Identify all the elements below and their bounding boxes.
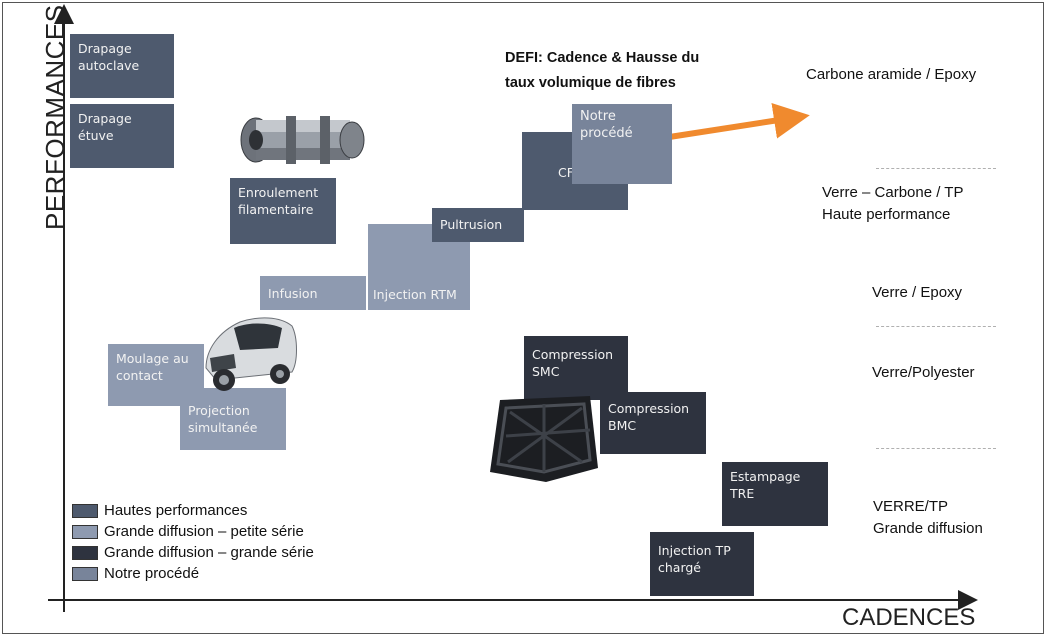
legend-item-petite-serie: Grande diffusion – petite série (72, 523, 304, 540)
y-axis-label: PERFORMANCES (40, 4, 70, 230)
process-compression-bmc: Compression BMC (600, 392, 706, 454)
car-illustration (205, 317, 297, 391)
process-estampage-tre: Estampage TRE (722, 462, 828, 526)
process-pultrusion: Pultrusion (432, 208, 524, 242)
legend-swatch (72, 545, 98, 560)
process-injection-tp-charge: Injection TP chargé (650, 532, 754, 596)
process-notre-procede: Notre procédé (572, 104, 672, 184)
legend-item-grande-serie: Grande diffusion – grande série (72, 544, 314, 561)
material-level-carbone-aramide: Carbone aramide / Epoxy (806, 66, 977, 83)
process-enroulement-filamentaire: Enroulement filamentaire (230, 178, 336, 244)
legend-swatch (72, 566, 98, 581)
challenge-arrow (649, 102, 810, 143)
legend-swatch (72, 503, 98, 518)
material-level-verre-carbone-tp: Verre – Carbone / TP Haute performance (822, 184, 964, 223)
process-compression-smc: Compression SMC (524, 336, 628, 400)
legend-swatch (72, 524, 98, 539)
legend-label: Hautes performances (104, 502, 248, 519)
process-drapage-autoclave: Drapage autoclave (70, 34, 174, 98)
legend-label: Grande diffusion – petite série (104, 523, 304, 540)
level-divider (876, 168, 996, 169)
material-level-verre-epoxy: Verre / Epoxy (872, 284, 963, 301)
process-projection-simultanee: Projection simultanée (180, 388, 286, 450)
x-axis-label: CADENCES (842, 604, 976, 631)
legend-label: Grande diffusion – grande série (104, 544, 314, 561)
process-drapage-etuve: Drapage étuve (70, 104, 174, 168)
legend-item-hautes-performances: Hautes performances (72, 502, 247, 519)
legend-item-notre-procede: Notre procédé (72, 565, 199, 582)
tank-illustration (240, 116, 365, 164)
material-level-verre-tp: VERRE/TP Grande diffusion (873, 498, 983, 537)
legend-label: Notre procédé (104, 565, 200, 582)
challenge-text: DEFI: Cadence & Hausse du taux volumique… (505, 50, 700, 91)
level-divider (876, 448, 996, 449)
process-infusion: Infusion (260, 276, 366, 310)
level-divider (876, 326, 996, 327)
car-hood-illustration (490, 396, 598, 482)
material-level-verre-polyester: Verre/Polyester (872, 364, 975, 381)
